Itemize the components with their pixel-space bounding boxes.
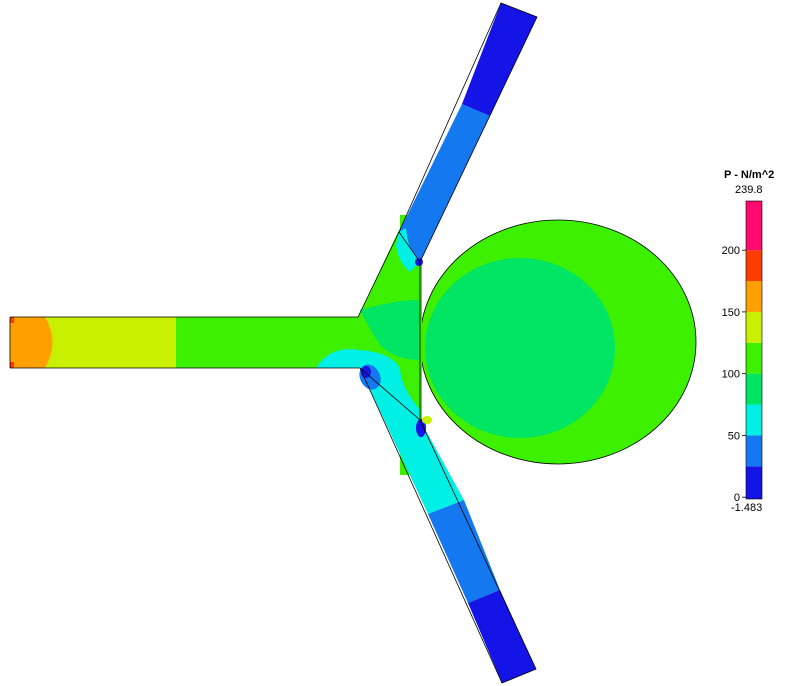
legend-band: [746, 281, 762, 312]
outlines: [9, 231, 421, 420]
legend-tick-label: 150: [722, 307, 740, 319]
junction-cyan-lower: [316, 349, 420, 420]
legend-ticks: 0 50 100 150 200: [722, 245, 746, 504]
legend-band: [746, 250, 762, 282]
inlet-outline-top: [10, 231, 400, 318]
lower-arm-cyan: [360, 368, 464, 514]
upper-arm-blue: [399, 104, 490, 262]
lower-inner-vortex: [416, 419, 426, 437]
inlet-channel: [10, 317, 360, 368]
lower-inner-yellow: [422, 416, 432, 424]
junction: [310, 230, 420, 420]
inlet-band-red-bottom: [10, 362, 14, 368]
legend-tick-label: 200: [722, 245, 740, 257]
chamber-inner-green-mid: [425, 258, 615, 438]
lower-arm-dark-blue: [468, 590, 536, 683]
legend-min-label: -1.483: [731, 502, 762, 514]
legend-band: [746, 311, 762, 343]
legend-color-bar: [745, 200, 763, 500]
legend-tick-label: 100: [722, 369, 740, 381]
legend-bar-frame: [745, 200, 763, 500]
lower-arm: [359, 364, 537, 684]
upper-arm-dark-blue: [462, 3, 537, 116]
upper-arm-outline: [398, 2, 538, 263]
chamber: [400, 215, 697, 475]
inlet-band-orange: [10, 317, 53, 368]
legend-tick-label: 0: [734, 492, 740, 504]
legend-band: [746, 373, 762, 405]
junction-green-mid: [360, 300, 420, 360]
lower-arm-blue: [428, 500, 500, 603]
legend-band: [746, 435, 762, 467]
inlet-band-red-top: [10, 317, 14, 323]
legend-band: [746, 342, 762, 374]
upper-arm: [398, 2, 538, 266]
legend-band: [746, 404, 762, 436]
legend-max-label: 239.8: [735, 184, 763, 196]
upper-corner-vortex: [415, 258, 423, 266]
legend-band: [746, 201, 762, 251]
legend-band: [746, 466, 762, 499]
legend-title: P - N/m^2: [724, 169, 774, 181]
legend-tick-label: 50: [728, 430, 740, 442]
lower-arm-outline: [359, 367, 537, 684]
color-legend: P - N/m^2 239.8 0 50 100 150 200 -1.483: [722, 169, 775, 514]
